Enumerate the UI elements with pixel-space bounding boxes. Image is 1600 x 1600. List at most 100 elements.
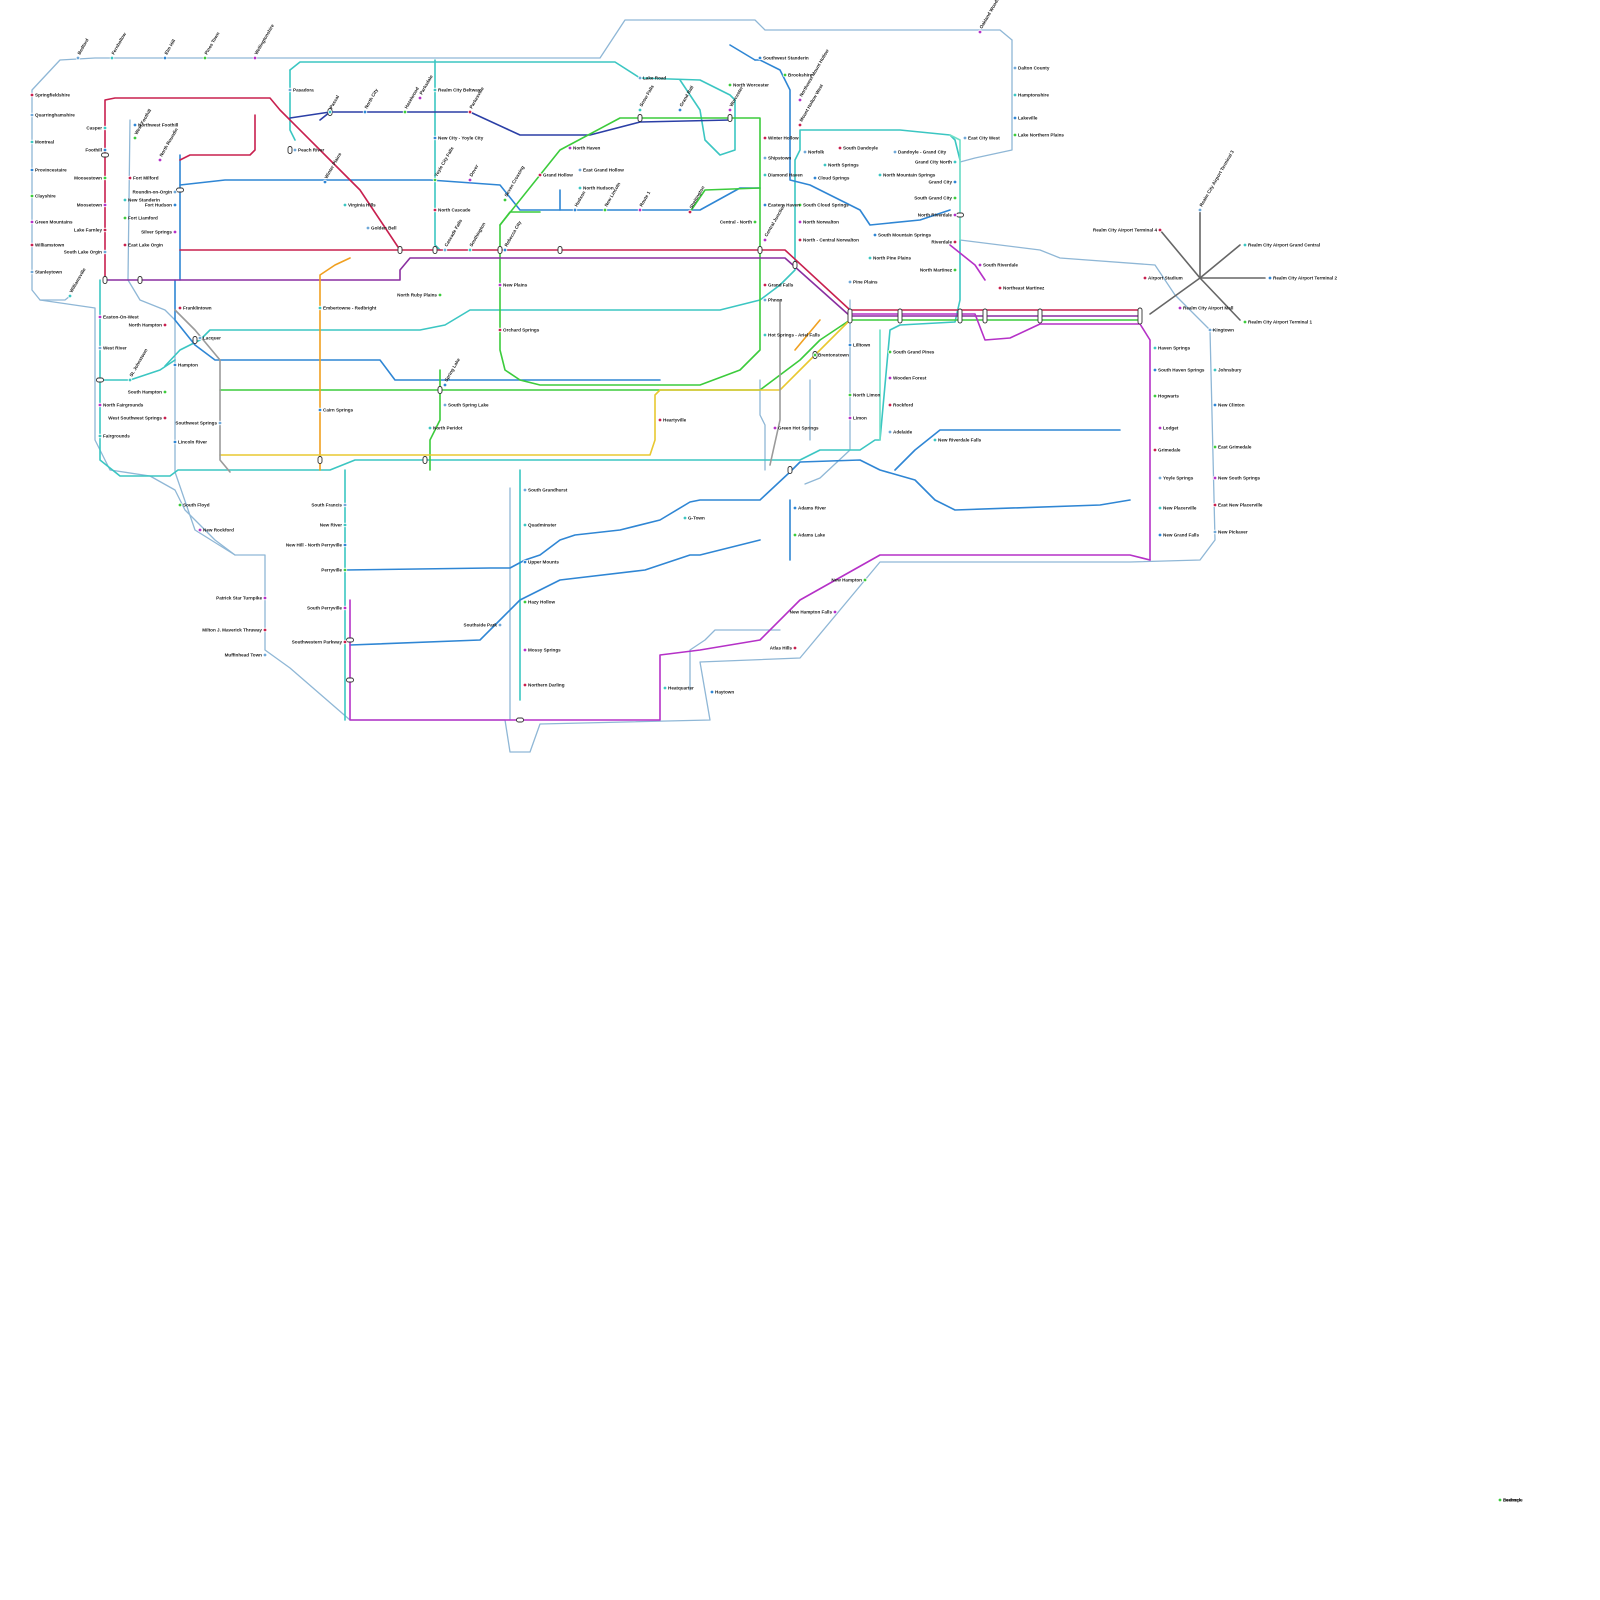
station-southside-park[interactable] [498,623,502,627]
interchange-29[interactable] [517,718,524,722]
station-northwest-foothill[interactable] [133,123,137,127]
station-north-fairgrounds[interactable] [98,403,102,407]
station-new-clinton[interactable] [1213,403,1217,407]
station-realm-city-airport-terminal-1[interactable] [1243,320,1247,324]
interchange-24[interactable] [788,467,792,474]
station-fairgrounds[interactable] [98,434,102,438]
station-eastern-haven[interactable] [763,203,767,207]
station-east-grimedale[interactable] [1213,445,1217,449]
interchange-10[interactable] [898,309,902,323]
station-stanleytown[interactable] [30,270,34,274]
station-brookshire[interactable] [783,73,787,77]
station-south-spring-lake[interactable] [443,403,447,407]
station-east-city-west[interactable] [963,136,967,140]
station-new-standerin[interactable] [123,198,127,202]
station-cascade-falls[interactable] [443,248,447,252]
station-elm-hill[interactable] [163,56,167,60]
station-dalton-county[interactable] [1013,66,1017,70]
station-adams-lake[interactable] [793,533,797,537]
interchange-19[interactable] [793,262,797,269]
interchange-15[interactable] [288,147,292,154]
interchange-8[interactable] [758,247,762,254]
station-heatquarter[interactable] [663,686,667,690]
interchange-11[interactable] [958,309,962,323]
station-spring-lake[interactable] [443,383,447,387]
station-patrick-star-turnpike[interactable] [263,596,267,600]
station-diamond-haven[interactable] [763,173,767,177]
station-hazelwood[interactable] [403,110,407,114]
interchange-14[interactable] [1138,308,1142,324]
station-casper[interactable] [103,126,107,130]
station-fort-hudson[interactable] [173,203,177,207]
station-provincestaire[interactable] [30,168,34,172]
station-new-pickaver[interactable] [1213,530,1217,534]
interchange-21[interactable] [438,387,442,394]
station-north-city[interactable] [363,110,367,114]
station-hamptonshire[interactable] [1013,93,1017,97]
station-new-rockford[interactable] [198,528,202,532]
station-adelaide[interactable] [888,430,892,434]
station-hampton[interactable] [173,363,177,367]
interchange-27[interactable] [347,638,354,642]
station-new-city-yoyle-city[interactable] [433,136,437,140]
station-winter-hollow[interactable] [763,136,767,140]
station-grand-ball[interactable] [678,108,682,112]
station-yoyle-springs[interactable] [1158,476,1162,480]
station-lodget[interactable] [1158,426,1162,430]
station-rebecca-city[interactable] [503,248,507,252]
station-new-riverdale-falls[interactable] [933,438,937,442]
station-orchard-springs[interactable] [498,328,502,332]
station-worcester[interactable] [728,108,732,112]
station-realm-city-airport-terminal-2[interactable] [1268,276,1272,280]
station-oakland-woods[interactable] [978,30,982,34]
interchange-4[interactable] [398,247,402,254]
station-seven-crossing[interactable] [503,198,507,202]
station-grand-city-north[interactable] [953,160,957,164]
station-haven-springs[interactable] [1153,346,1157,350]
station-new-plains[interactable] [498,283,502,287]
station-new-hampton-falls[interactable] [833,610,837,614]
station-perryville[interactable] [343,568,347,572]
station-wooden-forest[interactable] [888,376,892,380]
station-adams-river[interactable] [793,506,797,510]
station-green-mountains[interactable] [30,220,34,224]
station-south-riverdale[interactable] [978,263,982,267]
interchange-6[interactable] [498,247,502,254]
station-lincoln-river[interactable] [173,440,177,444]
station-cloud-springs[interactable] [813,176,817,180]
station-quadminster[interactable] [523,523,527,527]
station-muffinhead-town[interactable] [263,653,267,657]
station-east-new-placerville[interactable] [1213,503,1217,507]
interchange-22[interactable] [318,457,322,464]
station-north-ruby-plains[interactable] [438,293,442,297]
interchange-12[interactable] [983,309,987,323]
station-johnsbury[interactable] [1213,368,1217,372]
interchange-3[interactable] [177,188,184,192]
station-north-mountain-springs[interactable] [878,173,882,177]
station-atlas-hills[interactable] [793,646,797,650]
station-north-norwalton[interactable] [798,220,802,224]
station-south-grand-city[interactable] [953,196,957,200]
station-new-grand-falls[interactable] [1158,533,1162,537]
station-west-southwest-springs[interactable] [163,416,167,420]
station-northern-darling[interactable] [523,683,527,687]
station-moosetown[interactable] [103,203,107,207]
station-lakeville[interactable] [1013,116,1017,120]
station-east-lake-orgin[interactable] [123,243,127,247]
station-montreal[interactable] [30,140,34,144]
station-new-south-springs[interactable] [1213,476,1217,480]
station-fort-milford[interactable] [128,176,132,180]
station-rockford[interactable] [888,403,892,407]
station-fort-liamford[interactable] [123,216,127,220]
station-north-hampton[interactable] [163,323,167,327]
station-southwest-standerin[interactable] [758,56,762,60]
station-south-dandoyle[interactable] [838,146,842,150]
station-new-hill-north-perryville[interactable] [343,543,347,547]
station-riverdale[interactable] [953,240,957,244]
station-grand-hollow[interactable] [538,173,542,177]
station-north-springs[interactable] [823,163,827,167]
station-norfolk[interactable] [803,150,807,154]
station-embertowne-redbright[interactable] [318,306,322,310]
station-north-peridot[interactable] [428,426,432,430]
station-sheltington[interactable] [688,210,692,214]
